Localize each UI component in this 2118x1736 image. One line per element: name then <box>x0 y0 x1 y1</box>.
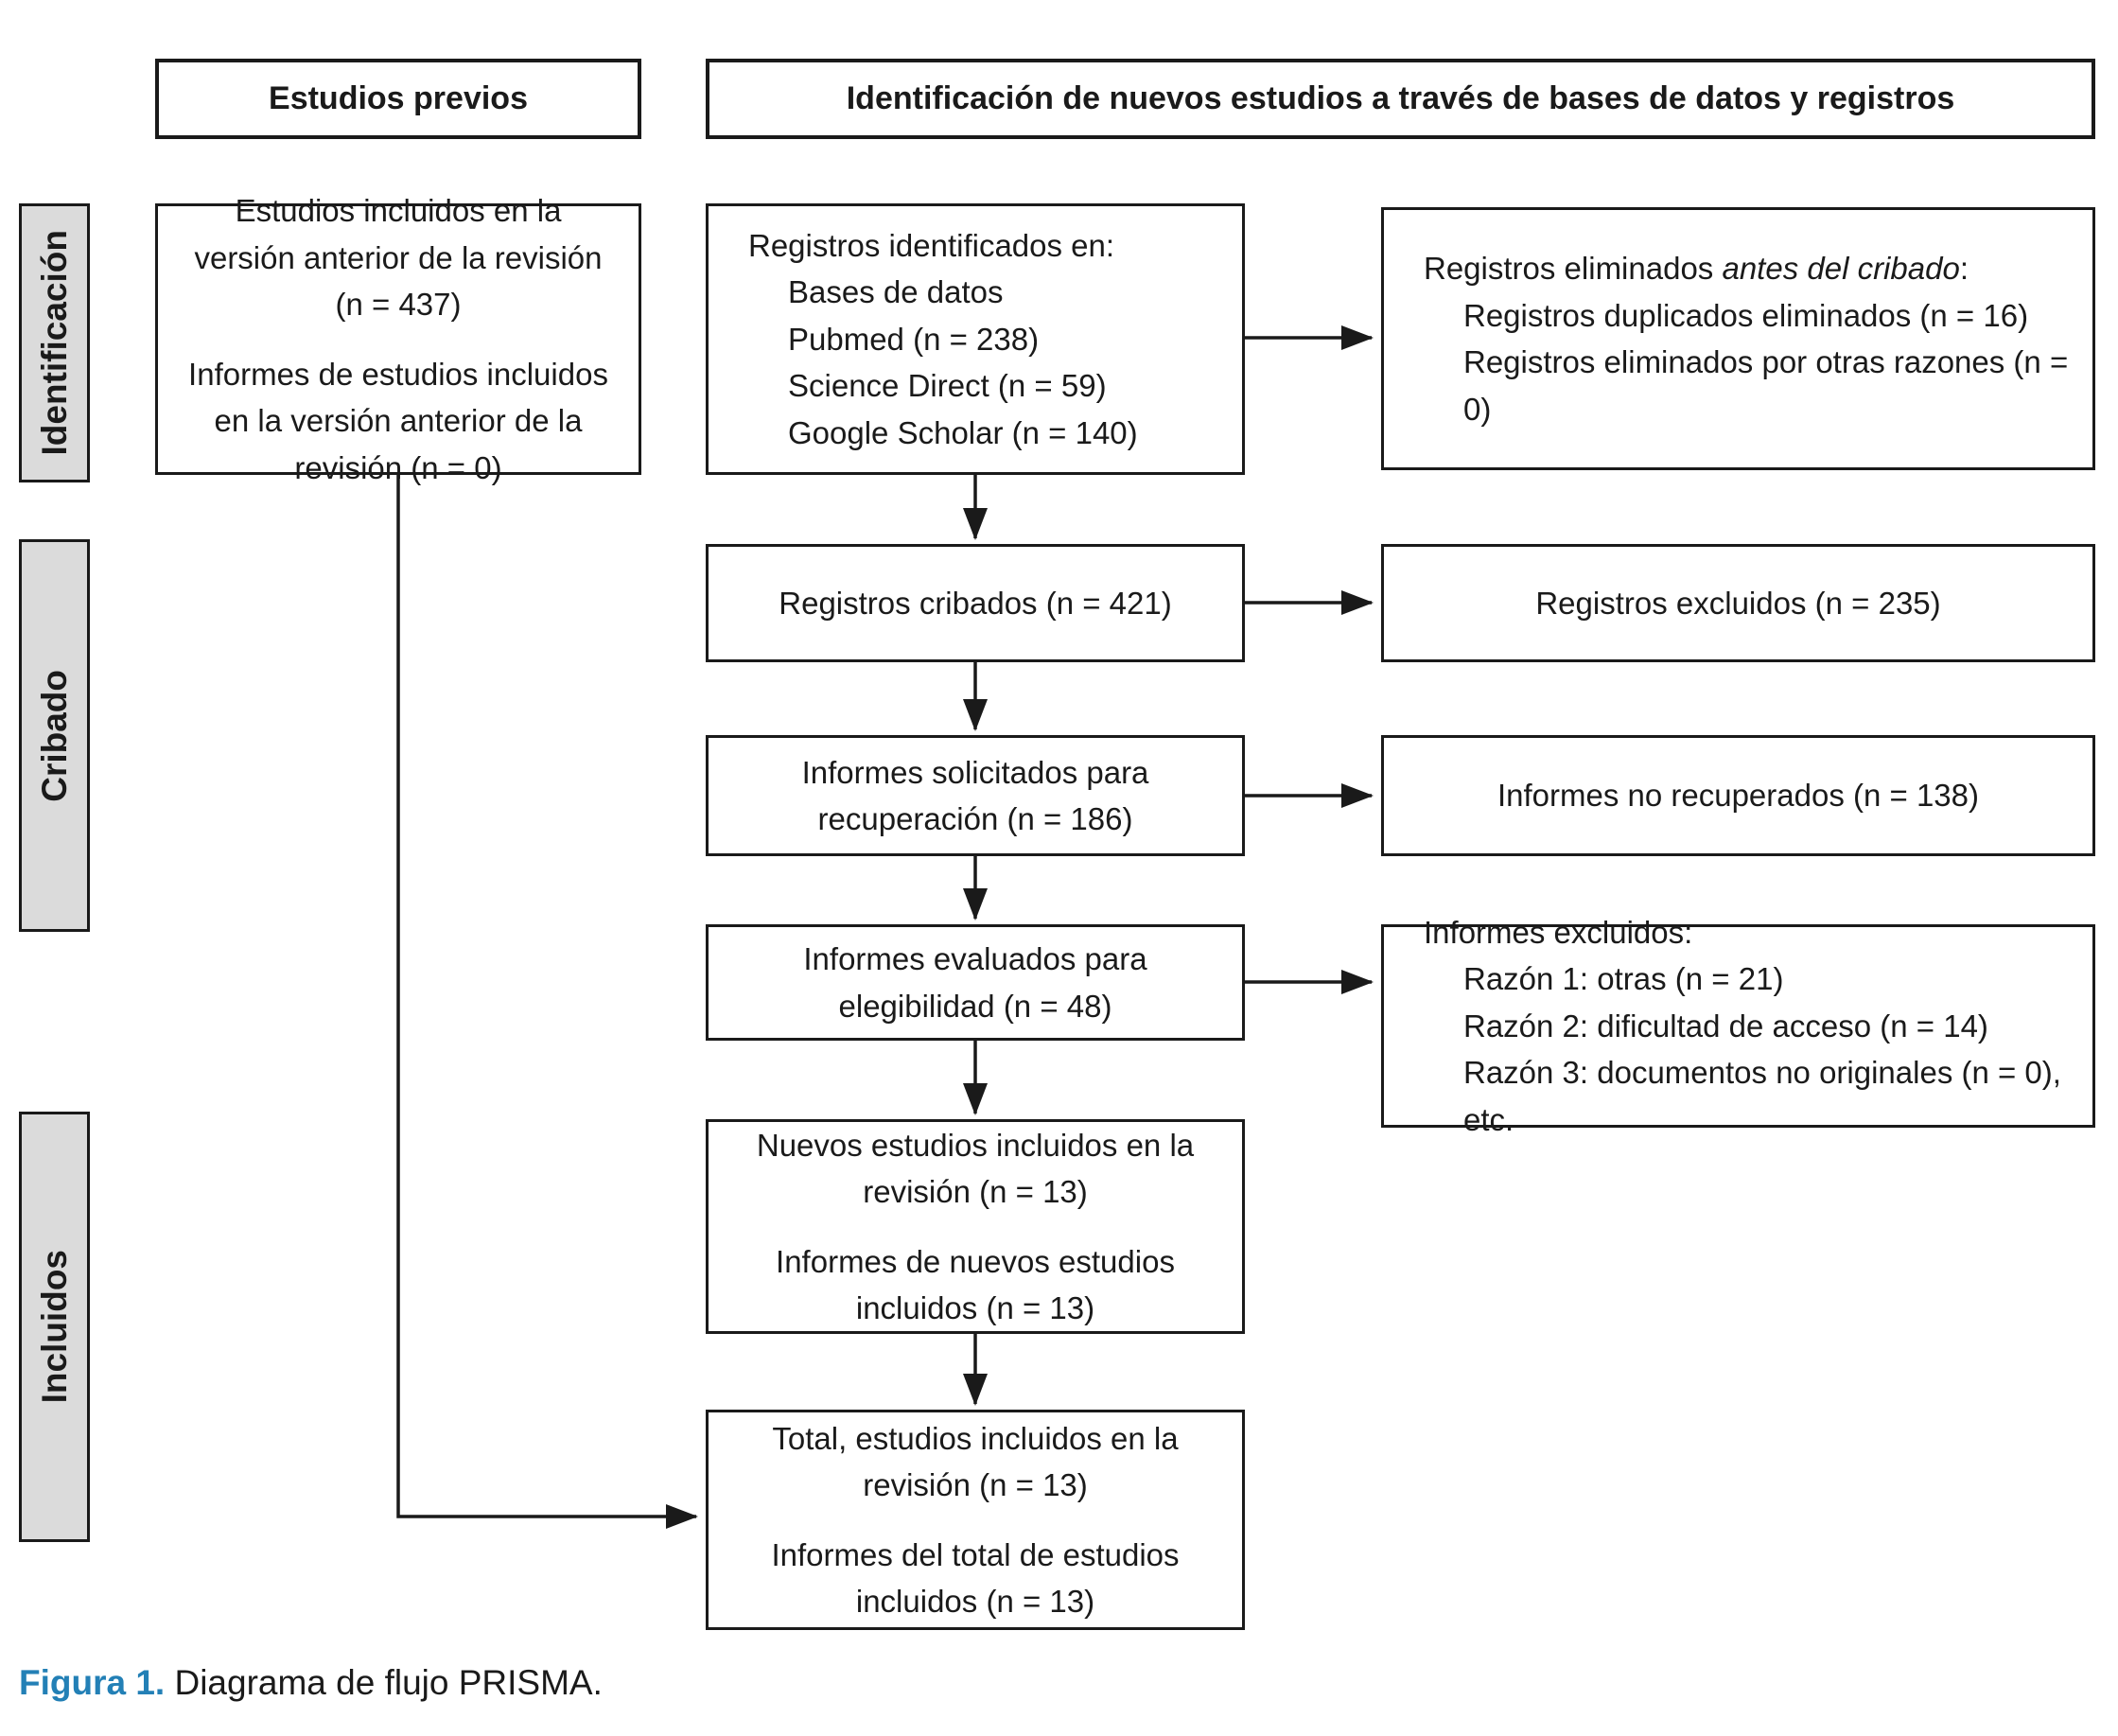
new-reports-included-text: Informes de nuevos estudios incluidos (n… <box>776 1243 1175 1326</box>
header-identification-new-studies-label: Identificación de nuevos estudios a trav… <box>846 80 1955 116</box>
box-records-removed: Registros eliminados antes del cribado: … <box>1381 207 2095 470</box>
box-records-screened: Registros cribados (n = 421) <box>706 544 1245 662</box>
stage-included: Incluidos <box>19 1112 90 1542</box>
box-reports-assessed: Informes evaluados para elegibilidad (n … <box>706 924 1245 1041</box>
box-records-excluded: Registros excluidos (n = 235) <box>1381 544 2095 662</box>
records-identified-item: Pubmed (n = 238) <box>788 321 1040 357</box>
records-identified-item: Science Direct (n = 59) <box>788 368 1107 404</box>
previous-included-studies-text: Estudios incluidos en la versión anterio… <box>194 193 603 322</box>
box-reports-sought: Informes solicitados para recuperación (… <box>706 735 1245 856</box>
records-excluded-text: Registros excluidos (n = 235) <box>1535 585 1941 621</box>
box-total-studies-included: Total, estudios incluidos en la revisión… <box>706 1410 1245 1630</box>
stage-identification-label: Identificación <box>34 230 74 456</box>
stage-screening-label: Cribado <box>34 669 74 802</box>
stage-included-label: Incluidos <box>34 1250 74 1404</box>
header-identification-new-studies: Identificación de nuevos estudios a trav… <box>706 59 2095 139</box>
records-identified-item: Bases de datos <box>788 274 1004 310</box>
figure-caption-label: Figura 1. <box>19 1663 166 1702</box>
reports-excluded-reason: Razón 3: documentos no originales (n = 0… <box>1463 1055 2061 1137</box>
reports-sought-text: Informes solicitados para recuperación (… <box>801 754 1149 837</box>
records-removed-prefix: Registros eliminados <box>1424 251 1723 286</box>
total-studies-included-text: Total, estudios incluidos en la revisión… <box>772 1420 1179 1503</box>
box-reports-excluded: Informes excluidos: Razón 1: otras (n = … <box>1381 915 2095 1137</box>
total-reports-included-text: Informes del total de estudios incluidos… <box>771 1536 1180 1620</box>
records-removed-suffix: : <box>1959 251 1969 286</box>
records-removed-item: Registros eliminados por otras razones (… <box>1463 344 2069 427</box>
figure-caption: Figura 1. Diagrama de flujo PRISMA. <box>19 1663 603 1703</box>
reports-not-retrieved-text: Informes no recuperados (n = 138) <box>1497 778 1980 814</box>
figure-caption-text: Diagrama de flujo PRISMA. <box>165 1663 603 1702</box>
reports-excluded-reason: Razón 1: otras (n = 21) <box>1463 961 1784 997</box>
box-records-identified: Registros identificados en: Bases de dat… <box>706 203 1245 475</box>
stage-screening: Cribado <box>19 539 90 932</box>
records-screened-text: Registros cribados (n = 421) <box>779 585 1172 621</box>
header-previous-studies-label: Estudios previos <box>269 80 528 116</box>
box-previous-studies-included: Estudios incluidos en la versión anterio… <box>155 193 641 485</box>
records-removed-item: Registros duplicados eliminados (n = 16) <box>1463 297 2029 333</box>
reports-assessed-text: Informes evaluados para elegibilidad (n … <box>803 941 1147 1024</box>
records-removed-title: Registros eliminados antes del cribado: <box>1424 245 1969 292</box>
arrow-previous-to-total <box>396 475 698 1529</box>
reports-excluded-reason: Razón 2: dificultad de acceso (n = 14) <box>1463 1008 1988 1043</box>
header-previous-studies: Estudios previos <box>155 59 641 139</box>
box-new-studies-included: Nuevos estudios incluidos en la revisión… <box>706 1119 1245 1334</box>
records-removed-italic: antes del cribado <box>1722 251 1960 286</box>
box-reports-not-retrieved: Informes no recuperados (n = 138) <box>1381 735 2095 856</box>
records-identified-item: Google Scholar (n = 140) <box>788 414 1138 450</box>
reports-excluded-title: Informes excluidos: <box>1424 914 1693 950</box>
new-studies-included-text: Nuevos estudios incluidos en la revisión… <box>756 1127 1195 1210</box>
previous-included-reports-text: Informes de estudios incluidos en la ver… <box>188 356 608 485</box>
stage-identification: Identificación <box>19 203 90 482</box>
records-identified-title: Registros identificados en: <box>748 227 1115 263</box>
